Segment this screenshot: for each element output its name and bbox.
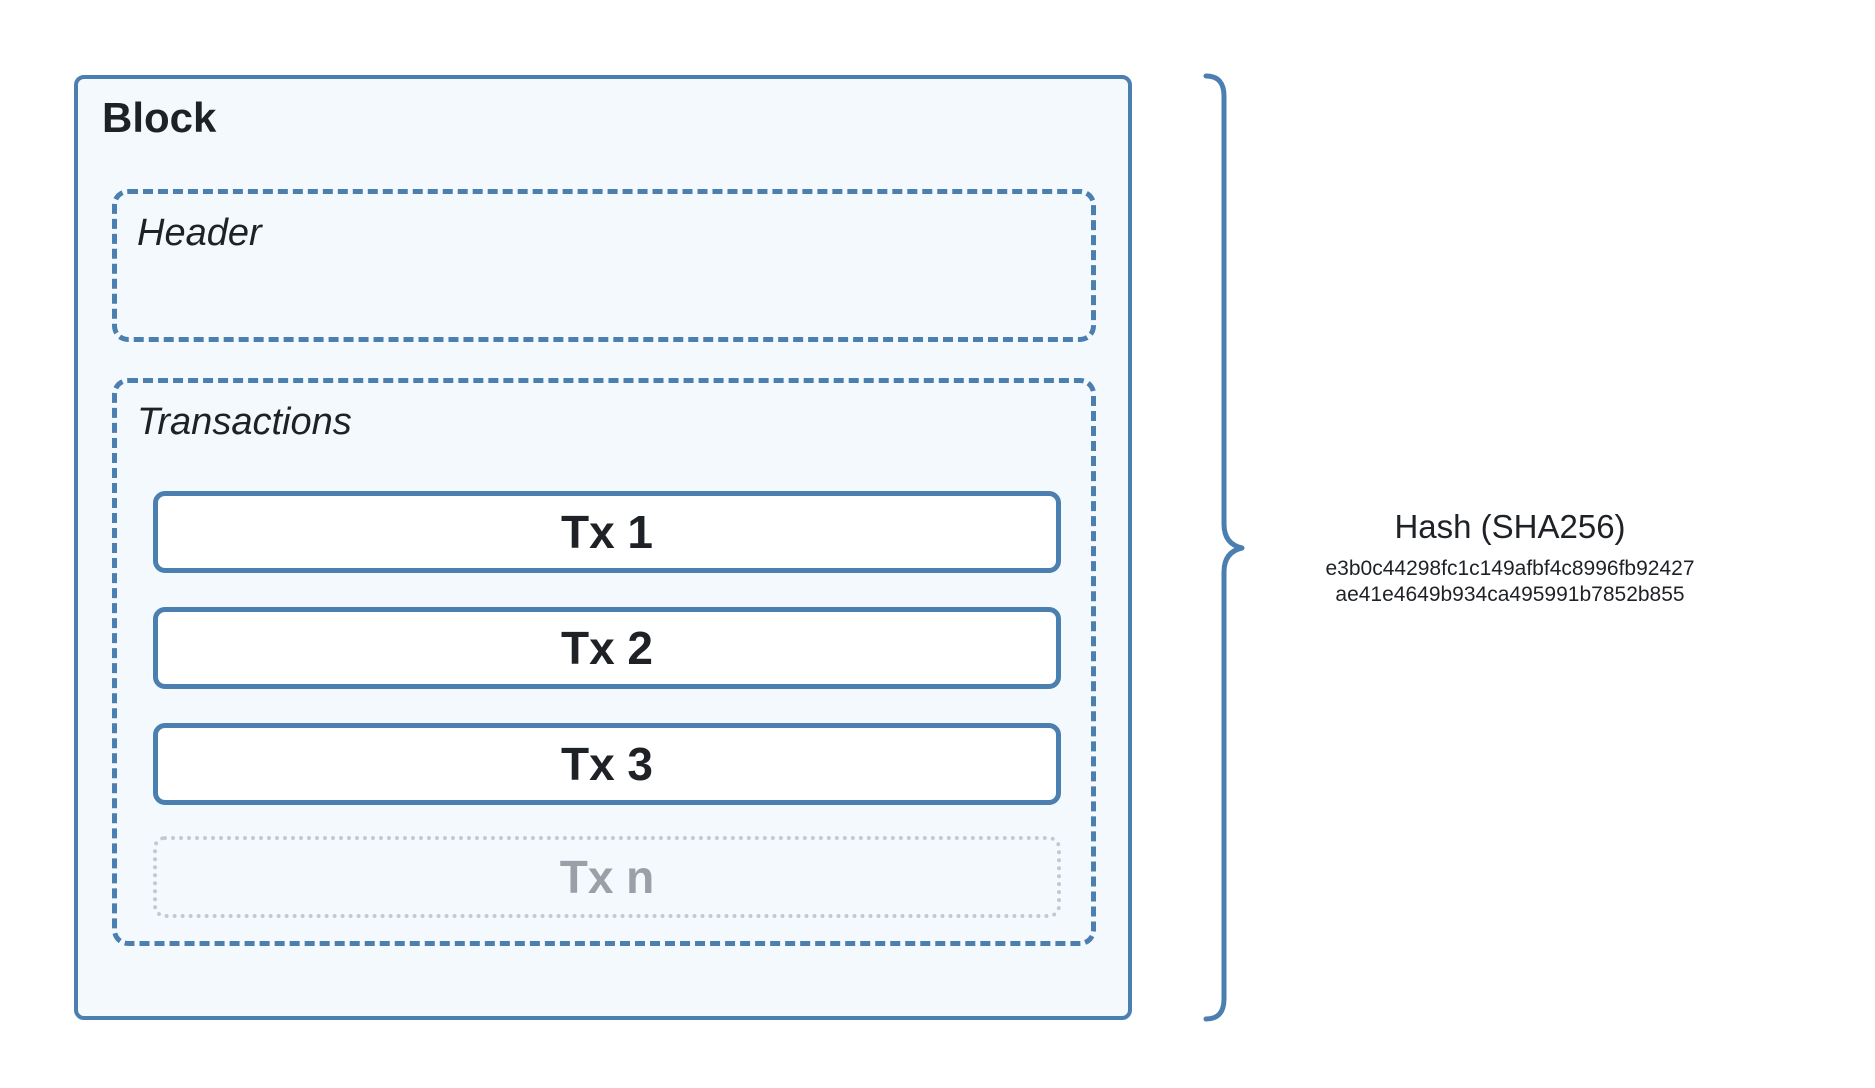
transactions-section: Transactions Tx 1 Tx 2 Tx 3 Tx n [112, 378, 1096, 946]
hash-value: e3b0c44298fc1c149afbf4c8996fb92427 ae41e… [1280, 556, 1740, 608]
hash-value-line-1: e3b0c44298fc1c149afbf4c8996fb92427 [1325, 557, 1695, 580]
curly-brace-icon [1203, 73, 1245, 1022]
hash-title: Hash (SHA256) [1394, 508, 1626, 545]
transaction-box-n-placeholder: Tx n [153, 836, 1061, 918]
transaction-box-3: Tx 3 [153, 723, 1061, 805]
header-label: Header [137, 212, 262, 254]
block-title: Block [102, 94, 217, 141]
block-container: Block Header Transactions Tx 1 Tx 2 Tx 3… [74, 75, 1132, 1020]
transaction-box-1: Tx 1 [153, 491, 1061, 573]
transaction-box-2: Tx 2 [153, 607, 1061, 689]
transactions-label: Transactions [137, 401, 352, 443]
hash-value-line-2: ae41e4649b934ca495991b7852b855 [1335, 583, 1685, 606]
header-section: Header [112, 189, 1096, 342]
